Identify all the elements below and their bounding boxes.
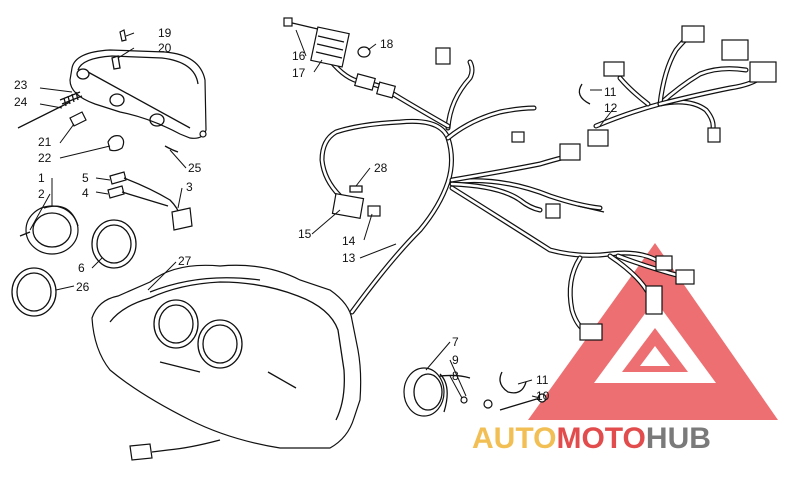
callout-7: 7 [452,335,459,349]
gauge-parts [11,171,193,317]
watermark-text: AUTOMOTOHUB [472,422,711,455]
callout-22: 22 [38,151,52,165]
callout-17: 17 [292,66,306,80]
callout-27: 27 [178,254,192,268]
callout-13: 13 [342,251,356,265]
watermark-hub: HUB [646,422,711,455]
callout-numbers: 19 20 23 24 21 22 25 1 2 5 4 3 6 27 26 1… [14,26,618,403]
callout-4: 4 [82,186,89,200]
callout-5: 5 [82,171,89,185]
callout-2: 2 [38,187,45,201]
connector-parts [283,17,777,417]
callout-10: 10 [536,389,550,403]
callout-12: 12 [604,101,618,115]
callout-8: 8 [452,369,459,383]
callout-28: 28 [374,161,388,175]
callout-18: 18 [380,37,394,51]
callout-6: 6 [78,261,85,275]
callout-21: 21 [38,135,52,149]
callout-9: 9 [452,353,459,367]
wiring-harness [319,33,767,381]
callout-1: 1 [38,171,45,185]
dash-panel [91,264,362,461]
headlight-assembly [17,29,207,153]
callout-20: 20 [158,41,172,55]
watermark-auto: AUTO [472,422,556,455]
watermark-logo [528,243,778,420]
callout-3: 3 [186,180,193,194]
callout-25: 25 [188,161,202,175]
watermark-moto: MOTO [556,422,645,455]
callout-16: 16 [292,49,306,63]
callout-19: 19 [158,26,172,40]
callout-11-bottom: 11 [536,373,549,387]
leader-lines [29,29,615,399]
callout-26: 26 [76,280,90,294]
callout-14: 14 [342,234,356,248]
callout-23: 23 [14,78,28,92]
callout-15: 15 [298,227,312,241]
svg-text:AUTOMOTOHUB: AUTOMOTOHUB [472,422,711,455]
callout-11-top: 11 [604,85,617,99]
callout-24: 24 [14,95,28,109]
